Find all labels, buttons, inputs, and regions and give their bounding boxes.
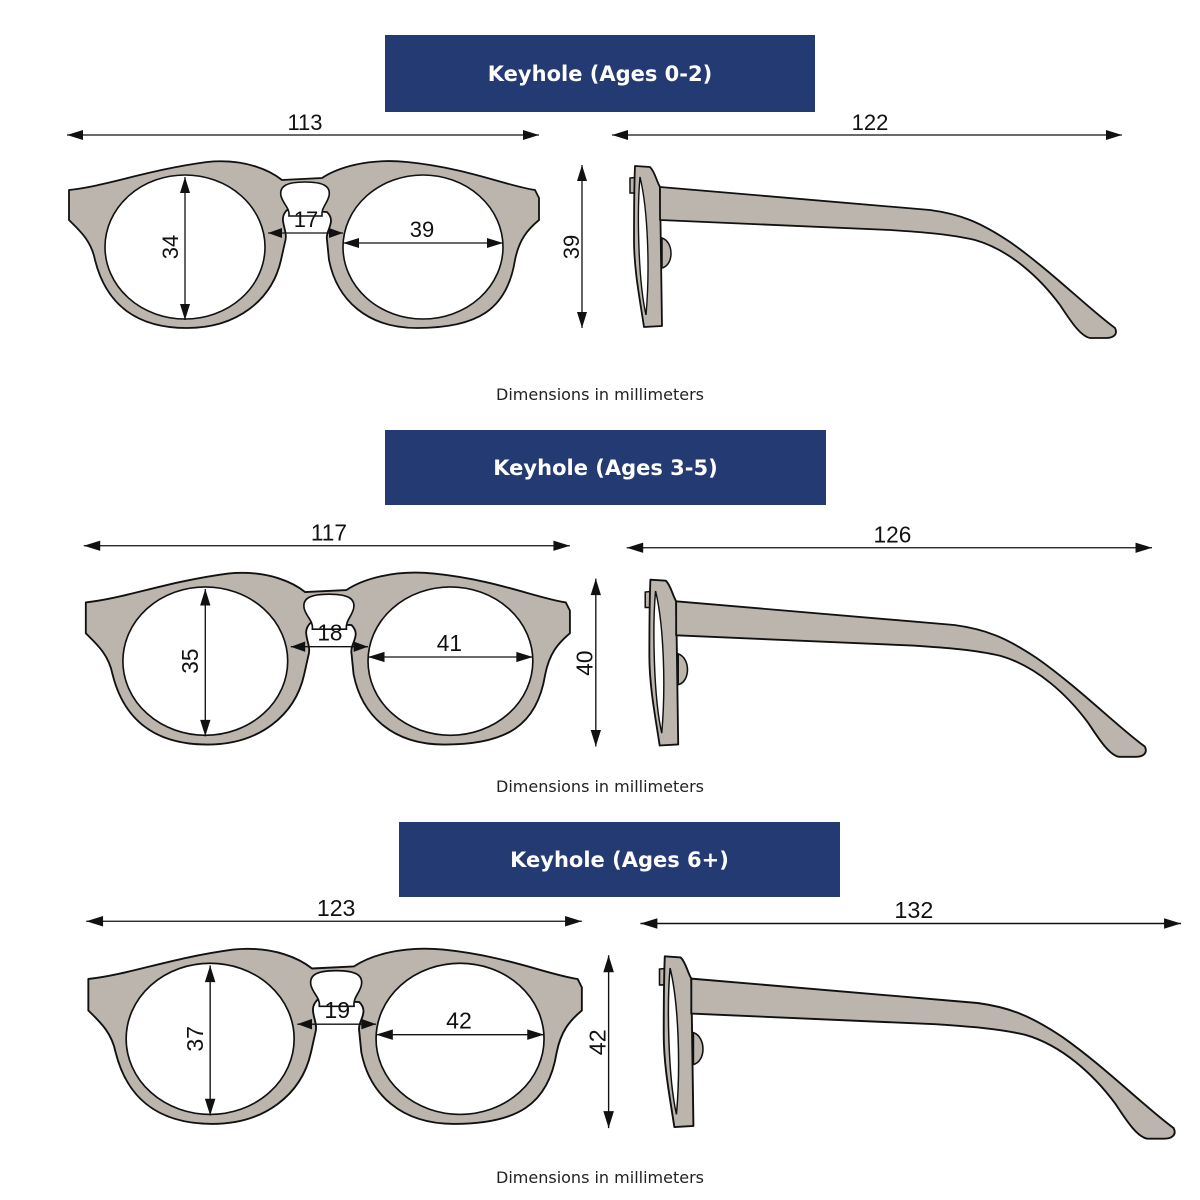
lens-width-dimension: 42 [376,1007,545,1040]
lens-width-label: 41 [437,630,462,656]
front-view-diagram: 113 34 17 [67,110,540,329]
section-title: Keyhole (Ages 0-2) [487,61,713,86]
frame-height-dimension: 39 [559,165,587,328]
section-title-banner: Keyhole (Ages 3-5) [385,430,826,505]
temple-length-dimension: 132 [640,897,1182,929]
lens-width-dimension: 39 [343,217,503,248]
temple-length-dimension: 126 [626,522,1153,553]
total-width-label: 117 [311,520,347,546]
units-caption: Dimensions in millimeters [496,777,704,796]
total-width-dimension: 113 [67,110,539,140]
right-lens [342,174,504,320]
lens-width-label: 42 [446,1007,472,1033]
frame-height-dimension: 42 [584,955,614,1129]
side-view-diagram: 126 40 [572,522,1153,758]
frame-height-label: 40 [572,651,598,676]
lens-height-label: 35 [177,649,203,674]
front-view-diagram: 123 37 19 [86,895,583,1125]
units-caption: Dimensions in millimeters [496,1168,704,1187]
side-view-diagram: 122 39 [559,110,1122,339]
temple-length-label: 122 [852,110,889,135]
glasses-side-icon [658,955,1176,1140]
bridge-label: 19 [324,997,350,1023]
bridge-dimension: 18 [290,620,369,652]
right-lens [375,962,545,1116]
bridge-label: 17 [294,207,318,232]
frame-height-dimension: 40 [572,578,601,747]
lens-height-label: 37 [182,1026,208,1052]
lens-height-label: 34 [158,235,183,259]
glasses-side-icon [644,578,1147,758]
bridge-dimension: 19 [297,997,377,1030]
lens-height-dimension: 35 [177,589,211,737]
total-width-dimension: 123 [86,895,582,927]
section-title-banner: Keyhole (Ages 6+) [399,822,840,897]
section-title: Keyhole (Ages 6+) [510,847,729,872]
glasses-side-icon [629,165,1117,339]
lens-height-dimension: 34 [158,177,190,320]
temple-length-label: 126 [874,522,912,548]
lens-width-label: 39 [410,217,434,242]
right-lens [367,586,534,737]
bridge-label: 18 [317,620,342,646]
frame-height-label: 42 [584,1029,610,1055]
bridge-dimension: 17 [268,207,343,238]
lens-width-dimension: 41 [368,630,533,663]
total-width-label: 123 [317,895,356,921]
total-width-label: 113 [287,110,322,135]
front-view-diagram: 117 35 18 [83,520,571,746]
section-title-banner: Keyhole (Ages 0-2) [385,35,815,112]
lens-height-dimension: 37 [182,965,216,1116]
glasses-front-icon [68,160,540,329]
total-width-dimension: 117 [83,520,570,551]
temple-length-label: 132 [894,897,933,923]
units-caption: Dimensions in millimeters [496,385,704,404]
side-view-diagram: 132 42 [584,897,1182,1140]
frame-height-label: 39 [559,235,584,259]
glasses-front-icon [87,947,583,1125]
temple-length-dimension: 122 [612,110,1122,140]
section-title: Keyhole (Ages 3-5) [493,455,718,480]
glasses-front-icon [84,571,571,746]
